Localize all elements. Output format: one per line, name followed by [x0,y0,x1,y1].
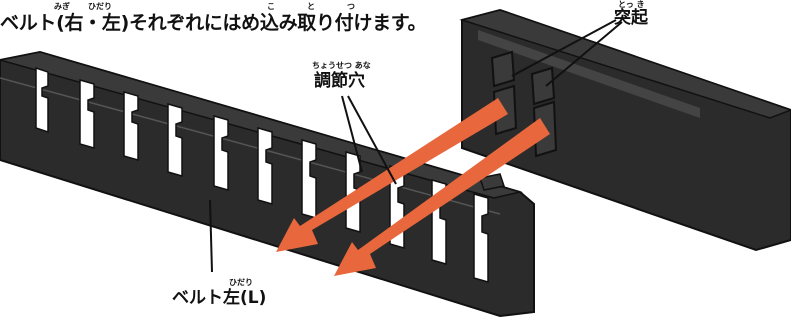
ruby-tsu: つ [347,2,355,11]
leader-lines [209,19,623,273]
label-belt-left-ruby: ひだり [229,278,253,287]
adjustment-slots [35,66,489,283]
ruby-to: と [307,2,315,11]
label-adjustment-hole-ruby: ちょうせつ あな [312,61,371,70]
ruby-ko: こ [267,2,275,11]
label-protrusion: 突起 [614,8,648,28]
ruby-hidari: ひだり [88,2,112,11]
ruby-migi: みぎ [54,2,70,11]
instruction-text: ベルト(右・左)それぞれにはめ込み取り付けます。 [0,12,427,34]
label-belt-left: ベルト左(L) [172,288,267,308]
label-protrusion-ruby: とっ き [618,0,645,9]
label-adjustment-hole: 調節穴 [314,71,365,91]
